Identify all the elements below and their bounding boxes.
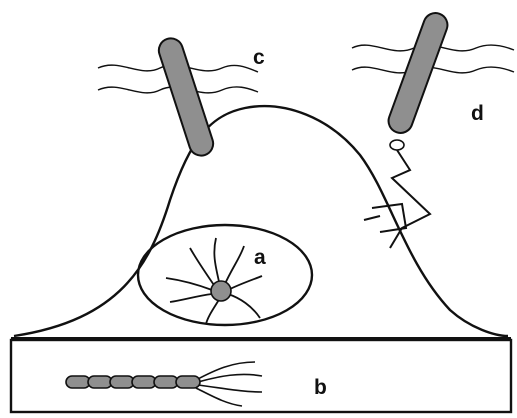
label-c: c: [253, 46, 265, 69]
label-a: a: [254, 246, 266, 269]
label-d: d: [471, 102, 484, 125]
rod-bacterium-icon: [352, 10, 514, 248]
chain-bacterium-icon: [66, 362, 262, 406]
nucleus-bacterium-icon: [166, 238, 262, 324]
label-b: b: [314, 376, 327, 399]
host-cell-outline: [14, 106, 508, 336]
nucleus: [138, 225, 312, 325]
rod-bacterium-icon: [98, 35, 258, 158]
